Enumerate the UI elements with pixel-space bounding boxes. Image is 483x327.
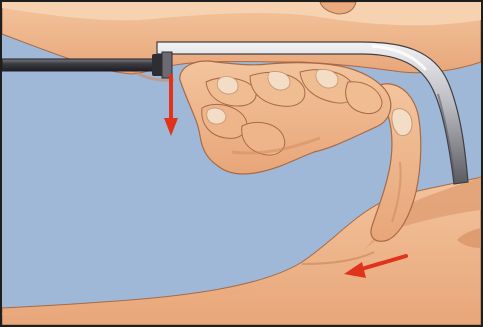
medical-illustration (2, 2, 481, 325)
instrument-handle (2, 59, 162, 71)
